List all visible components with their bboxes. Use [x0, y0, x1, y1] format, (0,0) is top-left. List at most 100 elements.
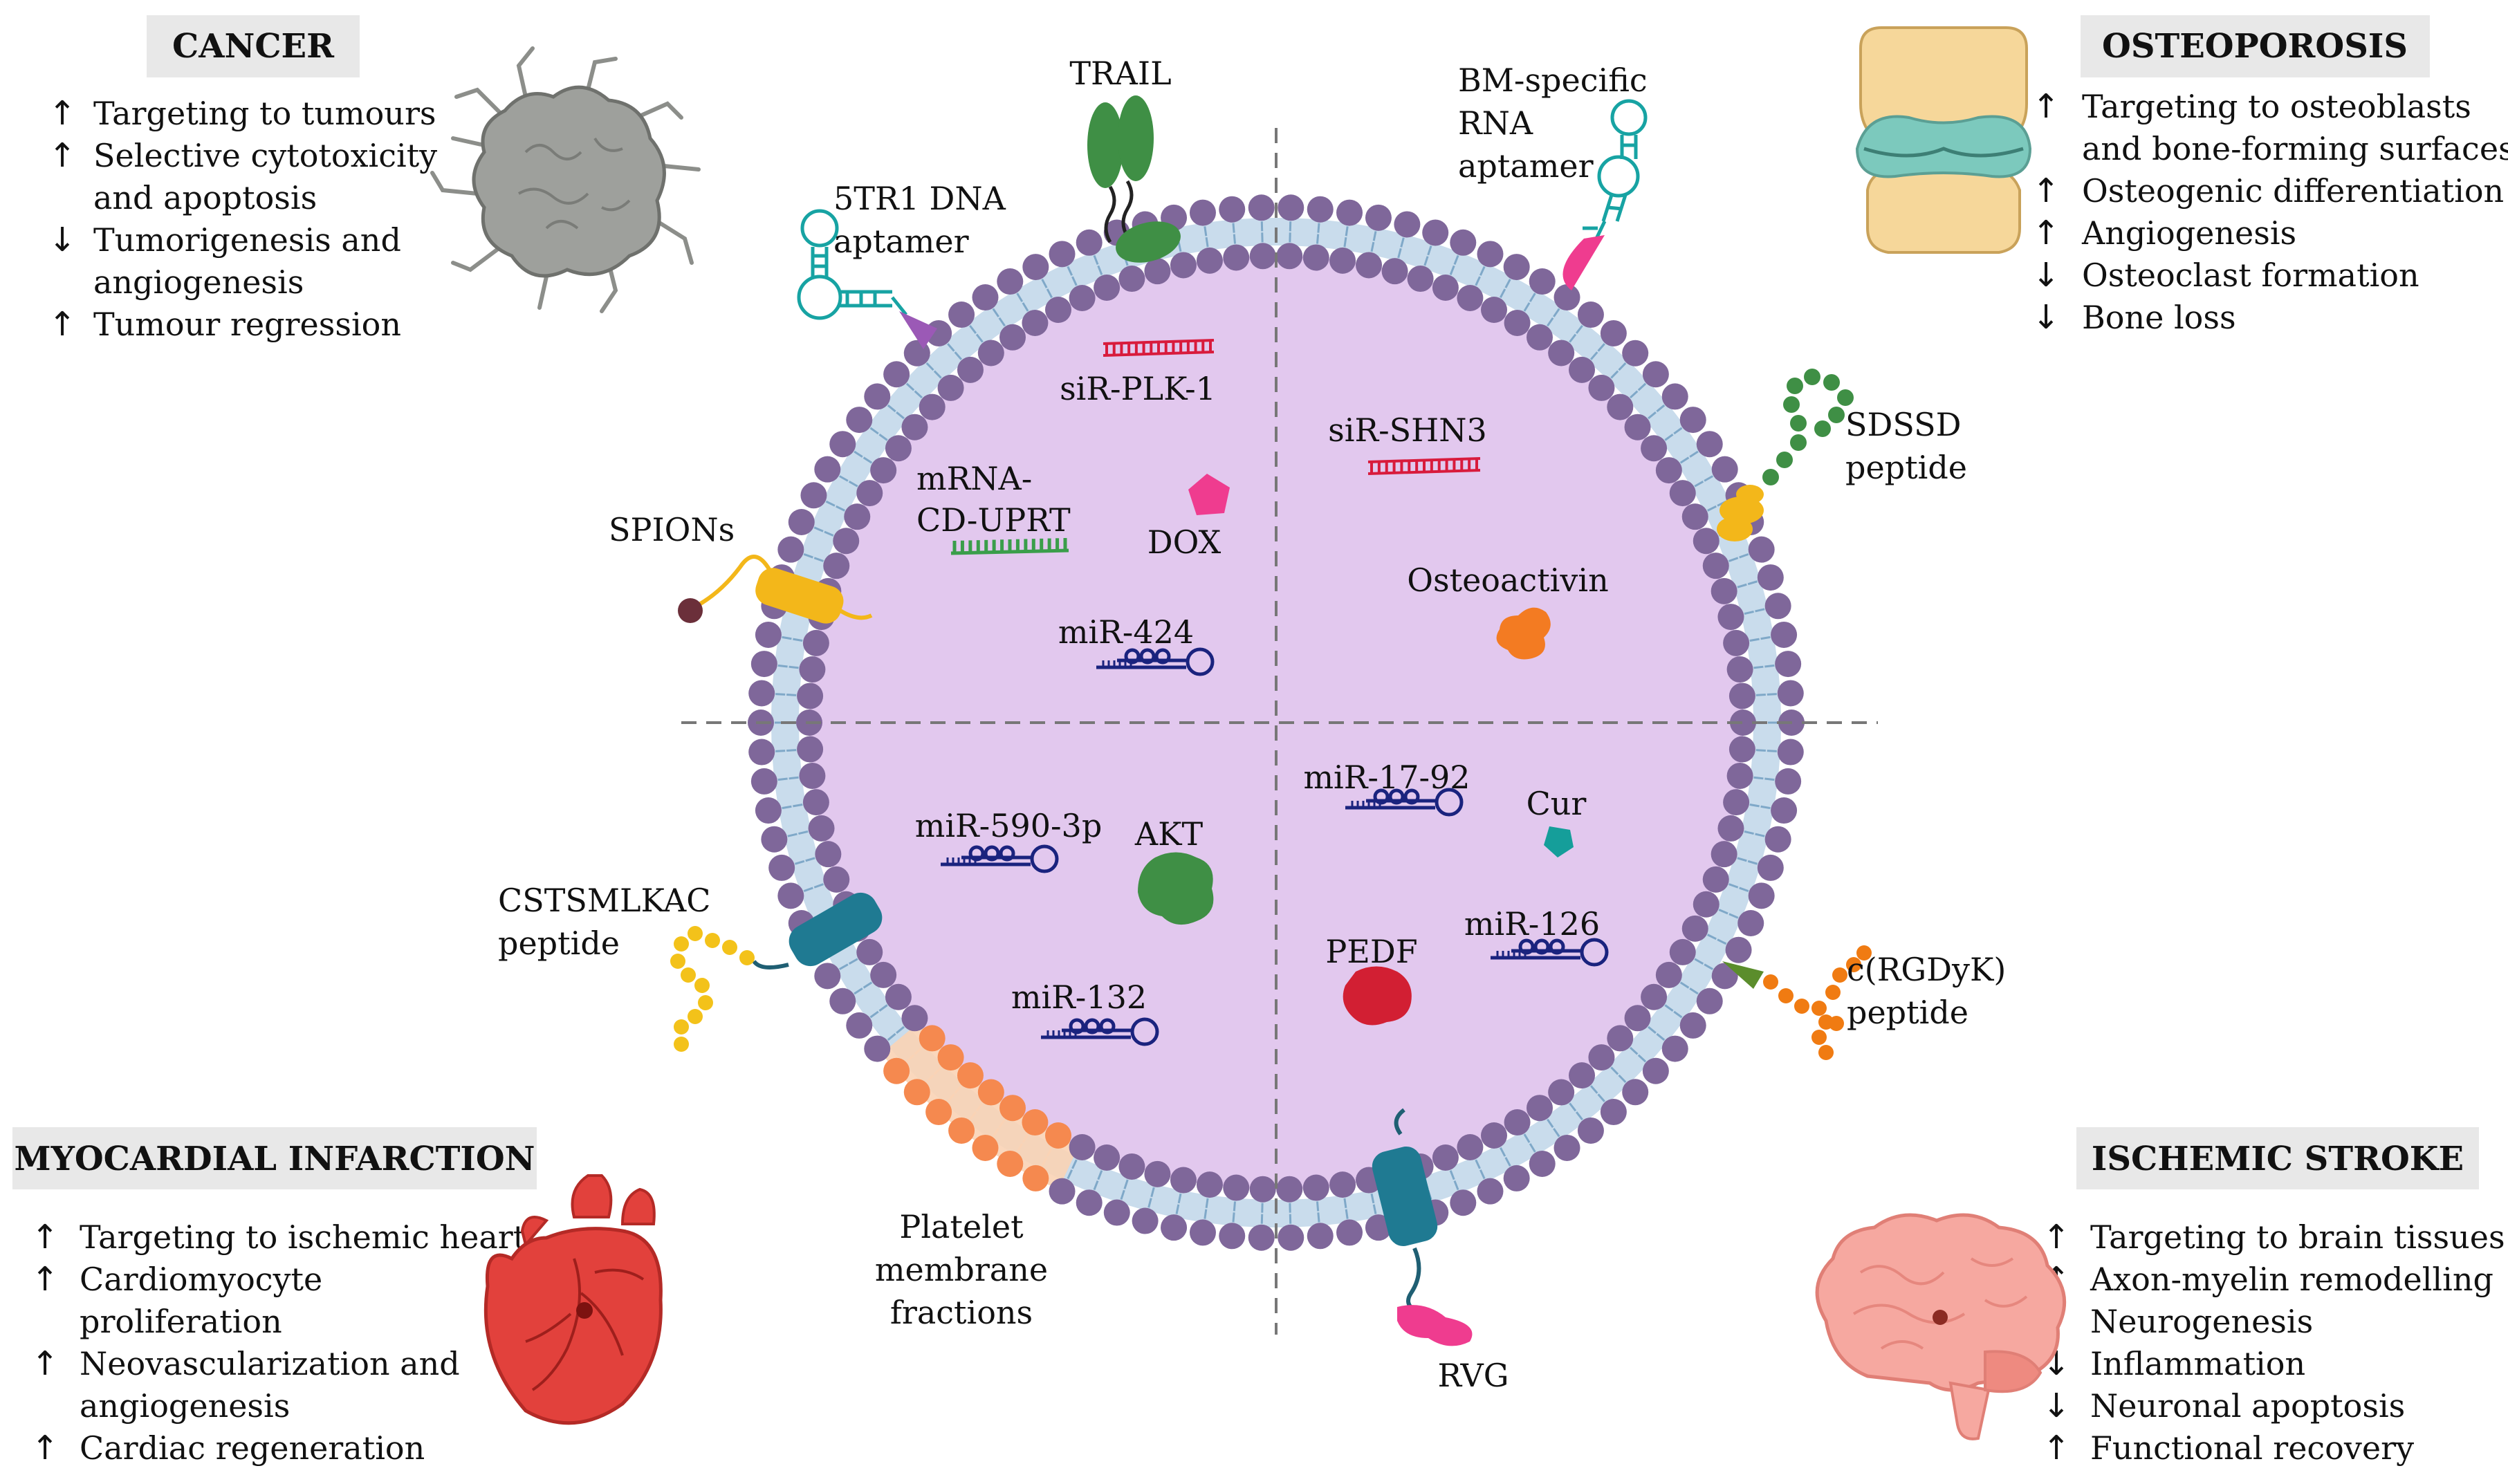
sirna-shn3-icon	[1367, 457, 1481, 475]
lipid-head	[1069, 284, 1096, 311]
lipid-head	[972, 284, 999, 311]
effect-text: Neuronal apoptosis	[2090, 1387, 2405, 1425]
knee-joint-icon	[1855, 26, 2032, 254]
lipid-head	[1504, 1109, 1531, 1136]
lipid-head	[1049, 1178, 1076, 1205]
lipid-head	[814, 963, 841, 990]
spions-label: SPIONs	[609, 511, 735, 548]
lipid-head	[1526, 1095, 1553, 1122]
lipid-head	[829, 431, 856, 458]
peptide-bead	[1787, 378, 1803, 394]
peptide-bead	[698, 995, 713, 1010]
peptide-bead	[1811, 1001, 1827, 1016]
lipid-head	[1607, 393, 1634, 420]
lipid-head	[1728, 683, 1755, 709]
lipid-head	[768, 854, 795, 881]
peptide-bead	[1763, 974, 1778, 990]
lipid-head	[1249, 1176, 1276, 1203]
lipid-head	[1681, 915, 1708, 942]
lipid-head	[808, 815, 835, 842]
dox-molecule-icon	[1188, 474, 1230, 515]
peptide-bead	[1804, 369, 1820, 385]
lipid-head	[1641, 435, 1668, 462]
peptide-bead	[694, 978, 710, 993]
lipid-head	[919, 393, 946, 420]
peptide-bead	[688, 1009, 703, 1024]
lipid-head	[957, 356, 984, 383]
effect-arrow: ↑	[48, 305, 76, 344]
effect-text: Cardiomyocyte	[80, 1261, 322, 1298]
peptide-bead	[722, 940, 737, 955]
lipid-head	[788, 508, 815, 535]
lipid-head	[957, 1062, 984, 1089]
peptide-bead	[1837, 389, 1854, 406]
lipid-head	[1276, 1176, 1303, 1203]
lipid-head	[1450, 1189, 1477, 1216]
lipid-head	[1503, 1165, 1530, 1191]
lipid-head	[1717, 815, 1744, 842]
peptide-bead	[670, 954, 685, 969]
lipid-head	[799, 762, 826, 789]
lipid-head	[797, 736, 824, 763]
peptide-bead	[681, 967, 696, 983]
lipid-head	[870, 457, 897, 484]
effect-text: Osteoclast formation	[2082, 257, 2419, 294]
effect-arrow: ↑	[48, 94, 76, 133]
pedf-protein-icon	[1343, 966, 1412, 1026]
lipid-head	[856, 480, 883, 507]
mi-title: MYOCARDIAL INFARCTION	[14, 1140, 535, 1178]
tumour-cell-icon	[430, 46, 701, 313]
mi-panel: MYOCARDIAL INFARCTION ↑Targeting to isch…	[12, 1127, 537, 1467]
lipid-head	[755, 797, 782, 824]
lipid-head	[1457, 1134, 1484, 1161]
pedf-label: PEDF	[1325, 933, 1417, 970]
lipid-head	[1607, 1025, 1634, 1052]
mi-title-box	[12, 1127, 537, 1189]
rvg-ligand	[1372, 1108, 1473, 1346]
effect-text: Tumour regression	[93, 306, 401, 343]
lipid-head	[748, 739, 775, 766]
peptide-bead	[1825, 985, 1841, 1000]
lipid-head	[1076, 229, 1103, 256]
lipid-head	[1422, 219, 1449, 246]
lipid-head	[1432, 274, 1459, 301]
lipid-head	[870, 961, 897, 988]
cancer-effects-list: ↑Targeting to tumours↑Selective cytotoxi…	[48, 94, 437, 344]
5tr1-dna-aptamer	[797, 209, 907, 320]
lipid-head	[1394, 211, 1421, 238]
peptide-bead	[1846, 957, 1861, 972]
lipid-head	[1777, 739, 1804, 766]
lipid-head	[1223, 1174, 1250, 1201]
lipid-head	[1529, 1150, 1556, 1177]
rgdyk-peptide	[1722, 945, 1872, 1060]
effect-arrow: ↑	[31, 1218, 59, 1256]
lipid-head	[1588, 374, 1615, 401]
lipid-head	[948, 302, 975, 328]
effect-arrow: ↑	[2032, 171, 2060, 210]
spions-ligand	[678, 555, 873, 624]
stroke-title: ISCHEMIC STROKE	[2092, 1140, 2464, 1178]
lipid-head	[1569, 1062, 1596, 1089]
dox-label: DOX	[1147, 523, 1221, 561]
lipid-head	[1622, 1079, 1649, 1106]
lipid-head	[800, 482, 827, 509]
curcumin-icon	[1544, 826, 1574, 857]
effect-text: Selective cytotoxicity	[93, 137, 437, 174]
lipid-head	[1723, 629, 1750, 656]
lipid-head	[1132, 1207, 1159, 1234]
lipid-head	[901, 1005, 928, 1032]
sir-plk1-label: siR-PLK-1	[1060, 370, 1216, 407]
effect-arrow: ↑	[2043, 1429, 2070, 1467]
lipid-head	[1276, 243, 1303, 270]
lipid-head	[937, 374, 964, 401]
lipid-head	[972, 1134, 999, 1161]
lipid-head	[1569, 356, 1596, 383]
lipid-head	[1144, 1160, 1171, 1187]
mirna-hairpin-icon	[1345, 788, 1464, 817]
lipid-head	[1661, 383, 1688, 410]
lipid-head	[1737, 910, 1764, 937]
lipid-head	[1381, 258, 1408, 285]
mrna-label: mRNA-CD-UPRT	[916, 460, 1071, 539]
